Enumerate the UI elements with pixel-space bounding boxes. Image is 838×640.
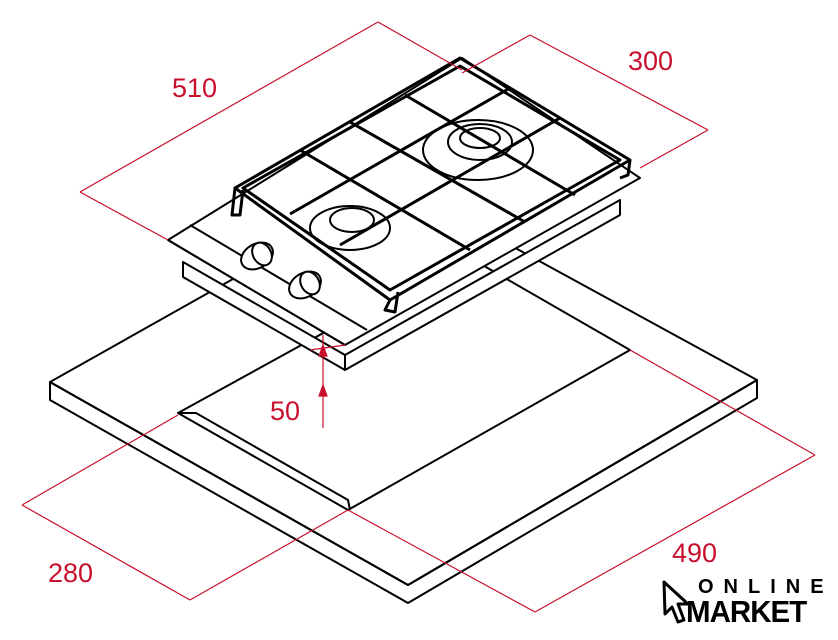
burners — [309, 119, 534, 251]
pan-supports — [230, 56, 632, 314]
dimension-label-hob-width: 510 — [172, 73, 218, 103]
logo-line1: ONLINE — [698, 576, 834, 598]
knobs — [240, 241, 322, 300]
dimension-label-cutout-width: 490 — [672, 538, 718, 568]
dimension-lines — [21, 21, 816, 613]
cursor-arrow-icon — [662, 580, 690, 624]
dimension-label-hob-height: 50 — [270, 396, 301, 426]
logo-line2: MARKET — [686, 594, 807, 629]
online-market-logo: ONLINE MARKET — [660, 576, 835, 636]
dimension-label-cutout-depth: 280 — [48, 558, 94, 588]
hob — [167, 56, 641, 371]
dimension-label-hob-depth: 300 — [628, 46, 674, 76]
